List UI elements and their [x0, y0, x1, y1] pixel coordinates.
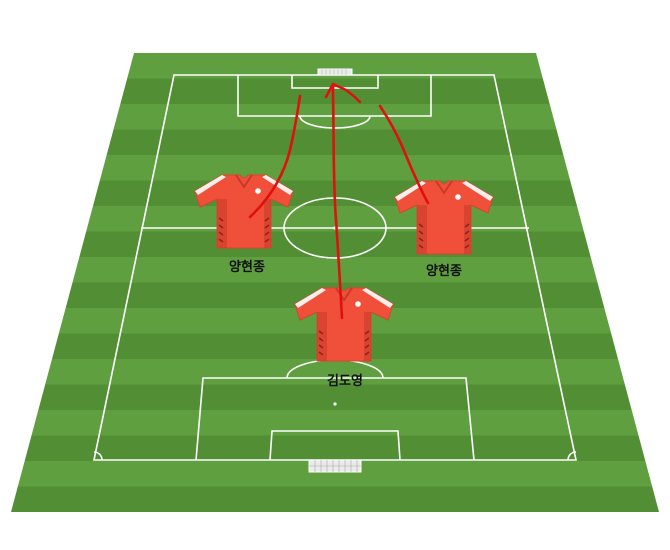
- pitch-stripe: [79, 231, 591, 257]
- movement-arrows: [248, 82, 430, 320]
- goal-net-icon: [317, 68, 353, 76]
- penalty-spot: [333, 402, 337, 406]
- pitch-stripe: [72, 257, 598, 283]
- pitch-stripe: [31, 410, 639, 436]
- top-penalty-arc: [299, 115, 371, 129]
- top-goal-box: [291, 75, 379, 89]
- corner-arc: [567, 451, 577, 461]
- player-name: 양현종: [426, 263, 462, 279]
- player-left-mid[interactable]: 양현종: [194, 174, 294, 275]
- arrow-head: [324, 82, 362, 104]
- pitch-stripe: [11, 486, 659, 512]
- pitch-stripe: [106, 129, 564, 155]
- player-center[interactable]: 김도영: [294, 287, 394, 389]
- bottom-goal-box: [269, 430, 401, 461]
- pitch-stripe: [45, 359, 625, 385]
- touchline: [93, 74, 577, 461]
- run-arrow: [331, 83, 344, 320]
- bottom-penalty-box: [195, 377, 475, 461]
- pitch-stripe: [127, 53, 543, 79]
- pitch-stripe: [17, 461, 653, 487]
- player-name: 김도영: [327, 374, 363, 389]
- player-name: 양현종: [229, 259, 265, 275]
- goal-net-icon: [308, 459, 362, 473]
- corner-arc: [93, 451, 103, 461]
- run-arrow: [248, 94, 302, 219]
- pitch-stripe: [24, 435, 646, 461]
- player-right-mid[interactable]: 양현종: [394, 180, 494, 279]
- run-arrow: [378, 104, 430, 205]
- pitch-stripe: [120, 78, 550, 104]
- pitch-stripe: [38, 384, 632, 410]
- pitch-stripes: [11, 53, 659, 512]
